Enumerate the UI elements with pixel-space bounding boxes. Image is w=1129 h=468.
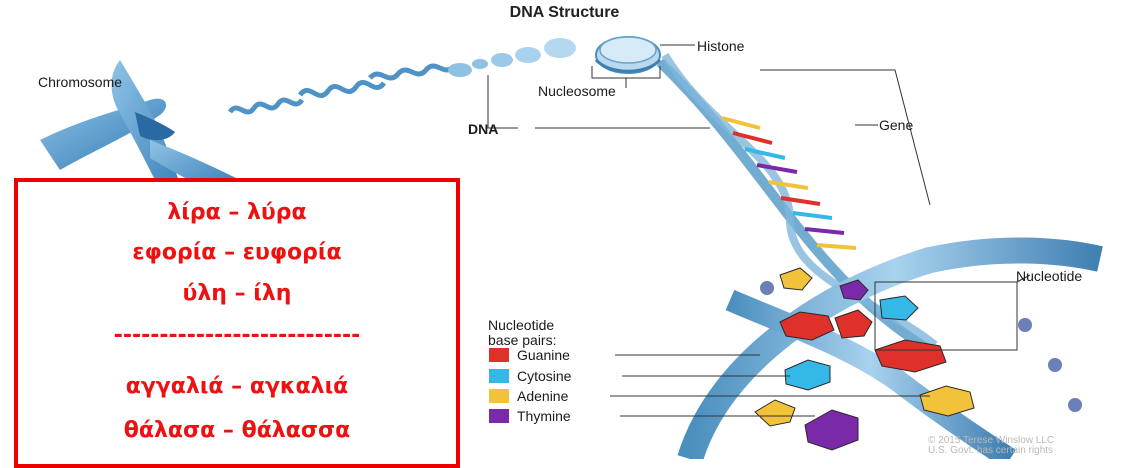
nucleotide-label: Nucleotide [1016,268,1082,284]
nucleosome-label: Nucleosome [538,83,616,99]
word-pair-5: θάλασα – θάλασσα [18,418,456,443]
diagram-title: DNA Structure [0,4,1129,22]
legend-label: Thymine [517,408,571,424]
chromatin-beads [448,38,576,77]
guanine-swatch [489,348,509,362]
legend-label: Guanine [517,347,570,363]
copyright-line2: U.S. Govt. has certain rights [928,446,1054,456]
word-pair-1: λίρα – λύρα [18,200,456,225]
histone-label: Histone [697,38,744,54]
legend-item-adenine: Adenine [489,388,568,404]
word-pair-2: εφορία – ευφορία [18,240,456,265]
legend-item-guanine: Guanine [489,347,570,363]
legend-item-thymine: Thymine [489,408,571,424]
legend-title: Nucleotide base pairs: [488,318,556,348]
greek-word-pairs-box: λίρα – λύρα εφορία – ευφορία ύλη – ίλη -… [14,178,460,468]
legend-title-line1: Nucleotide [488,318,556,333]
gene-label: Gene [879,117,913,133]
adenine-swatch [489,389,509,403]
legend-label: Adenine [517,388,568,404]
legend-title-line2: base pairs: [488,333,556,348]
chromosome-label: Chromosome [38,74,122,90]
legend-item-cytosine: Cytosine [489,368,571,384]
thymine-swatch [489,409,509,423]
word-pair-4: αγγαλιά – αγκαλιά [18,374,456,399]
separator-line: --------------------------- [18,323,456,348]
chromatin-coils [230,66,454,112]
legend-label: Cytosine [517,368,571,384]
nucleosome-shape [596,37,660,73]
word-pair-3: ύλη – ίλη [18,281,456,306]
dna-label: DNA [468,121,498,137]
cytosine-swatch [489,369,509,383]
copyright-notice: © 2015 Terese Winslow LLC U.S. Govt. has… [928,436,1054,456]
